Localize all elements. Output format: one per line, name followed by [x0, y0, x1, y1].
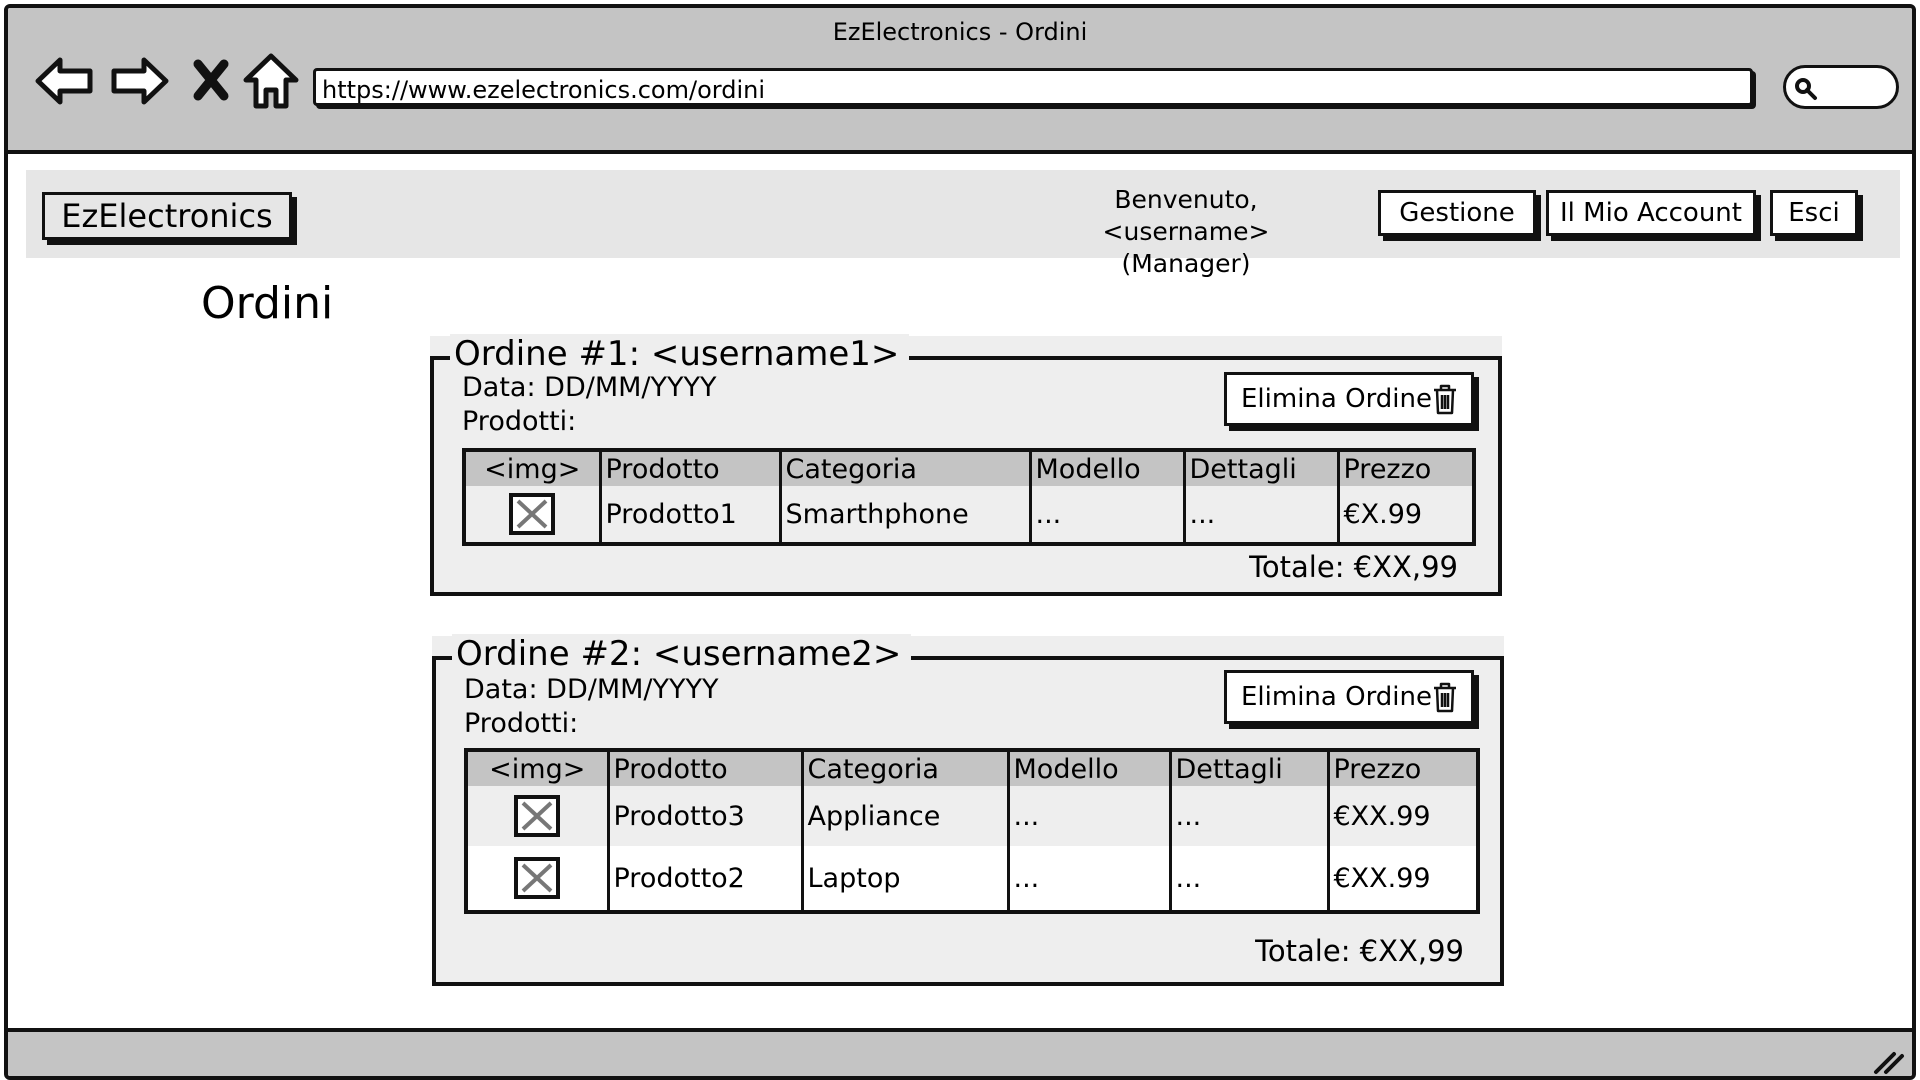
col-header-details: Dettagli	[1168, 750, 1328, 786]
table-row[interactable]: Prodotto1 Smarthphone ... ... €X.99	[464, 486, 1474, 544]
trash-icon	[1434, 682, 1456, 713]
order-total: Totale: €XX,99	[1249, 550, 1458, 584]
image-placeholder-icon	[514, 857, 561, 899]
browser-toolbar: EzElectronics - Ordini https://www.ezele…	[8, 8, 1912, 154]
product-model: ...	[1028, 486, 1184, 544]
products-table: <img> Prodotto Categoria Modello Dettagl…	[464, 748, 1480, 914]
product-price: €XX.99	[1326, 786, 1478, 846]
product-model: ...	[1006, 846, 1170, 912]
welcome-role: (Manager)	[1121, 249, 1251, 278]
resize-grip-icon[interactable]	[1872, 1046, 1906, 1076]
col-header-img: <img>	[464, 450, 600, 486]
logout-button[interactable]: Esci	[1770, 190, 1858, 236]
stop-button[interactable]	[184, 50, 246, 112]
close-x-icon	[193, 59, 229, 101]
col-header-category: Categoria	[800, 750, 1008, 786]
col-header-product: Prodotto	[598, 450, 780, 486]
order-panel-border	[430, 356, 1502, 596]
back-arrow-icon	[35, 57, 93, 105]
order-panel-border	[432, 656, 1504, 986]
home-button[interactable]	[240, 50, 302, 112]
delete-order-button[interactable]: Elimina Ordine	[1224, 372, 1474, 426]
page-title: Ordini	[201, 278, 334, 329]
browser-window: EzElectronics - Ordini https://www.ezele…	[4, 4, 1916, 1080]
product-price: €XX.99	[1326, 846, 1478, 912]
address-bar[interactable]: https://www.ezelectronics.com/ordini	[313, 68, 1753, 106]
product-details: ...	[1168, 846, 1328, 912]
order-date: Data: DD/MM/YYYY	[464, 674, 719, 705]
order-panel: Ordine #2: <username2> Data: DD/MM/YYYY …	[432, 634, 1504, 986]
product-category: Appliance	[800, 786, 1008, 846]
forward-arrow-icon	[111, 57, 169, 105]
delete-order-label: Elimina Ordine	[1241, 384, 1433, 414]
back-button[interactable]	[34, 50, 96, 112]
my-account-button[interactable]: Il Mio Account	[1546, 190, 1756, 236]
products-table: <img> Prodotto Categoria Modello Dettagl…	[462, 448, 1476, 546]
window-title: EzElectronics - Ordini	[832, 18, 1088, 46]
table-header-row: <img> Prodotto Categoria Modello Dettagl…	[464, 450, 1474, 486]
gestione-button[interactable]: Gestione	[1378, 190, 1536, 236]
app-header: EzElectronics Benvenuto, <username> (Man…	[26, 170, 1900, 278]
product-name: Prodotto2	[606, 846, 802, 912]
home-icon	[243, 53, 299, 109]
search-icon	[1795, 78, 1817, 100]
welcome-username: Benvenuto, <username>	[1102, 185, 1270, 246]
table-header-row: <img> Prodotto Categoria Modello Dettagl…	[466, 750, 1478, 786]
product-category: Laptop	[800, 846, 1008, 912]
product-model: ...	[1006, 786, 1170, 846]
product-details: ...	[1168, 786, 1328, 846]
welcome-message: Benvenuto, <username> (Manager)	[1036, 184, 1336, 280]
order-total: Totale: €XX,99	[1255, 934, 1464, 968]
product-category: Smarthphone	[778, 486, 1030, 544]
products-label: Prodotti:	[462, 406, 577, 437]
col-header-price: Prezzo	[1326, 750, 1478, 786]
col-header-img: <img>	[466, 750, 608, 786]
forward-button[interactable]	[108, 50, 170, 112]
order-title: Ordine #1: <username1>	[450, 334, 910, 374]
col-header-details: Dettagli	[1182, 450, 1338, 486]
trash-icon	[1434, 384, 1456, 415]
image-placeholder-icon	[509, 493, 556, 535]
table-row[interactable]: Prodotto3 Appliance ... ... €XX.99	[466, 786, 1478, 846]
products-label: Prodotti:	[464, 708, 579, 739]
product-image-cell	[464, 486, 600, 544]
delete-order-label: Elimina Ordine	[1241, 682, 1433, 712]
app-logo[interactable]: EzElectronics	[42, 192, 292, 240]
product-price: €X.99	[1336, 486, 1474, 544]
order-title: Ordine #2: <username2>	[452, 634, 912, 674]
table-row[interactable]: Prodotto2 Laptop ... ... €XX.99	[466, 846, 1478, 912]
product-name: Prodotto1	[598, 486, 780, 544]
product-image-cell	[466, 846, 608, 912]
product-name: Prodotto3	[606, 786, 802, 846]
product-details: ...	[1182, 486, 1338, 544]
image-placeholder-icon	[514, 795, 561, 837]
col-header-category: Categoria	[778, 450, 1030, 486]
col-header-product: Prodotto	[606, 750, 802, 786]
order-date: Data: DD/MM/YYYY	[462, 372, 717, 403]
col-header-price: Prezzo	[1336, 450, 1474, 486]
delete-order-button[interactable]: Elimina Ordine	[1224, 670, 1474, 724]
col-header-model: Modello	[1028, 450, 1184, 486]
col-header-model: Modello	[1006, 750, 1170, 786]
status-bar	[8, 1028, 1912, 1076]
order-panel: Ordine #1: <username1> Data: DD/MM/YYYY …	[430, 334, 1502, 596]
browser-search-field[interactable]	[1783, 65, 1899, 109]
product-image-cell	[466, 786, 608, 846]
